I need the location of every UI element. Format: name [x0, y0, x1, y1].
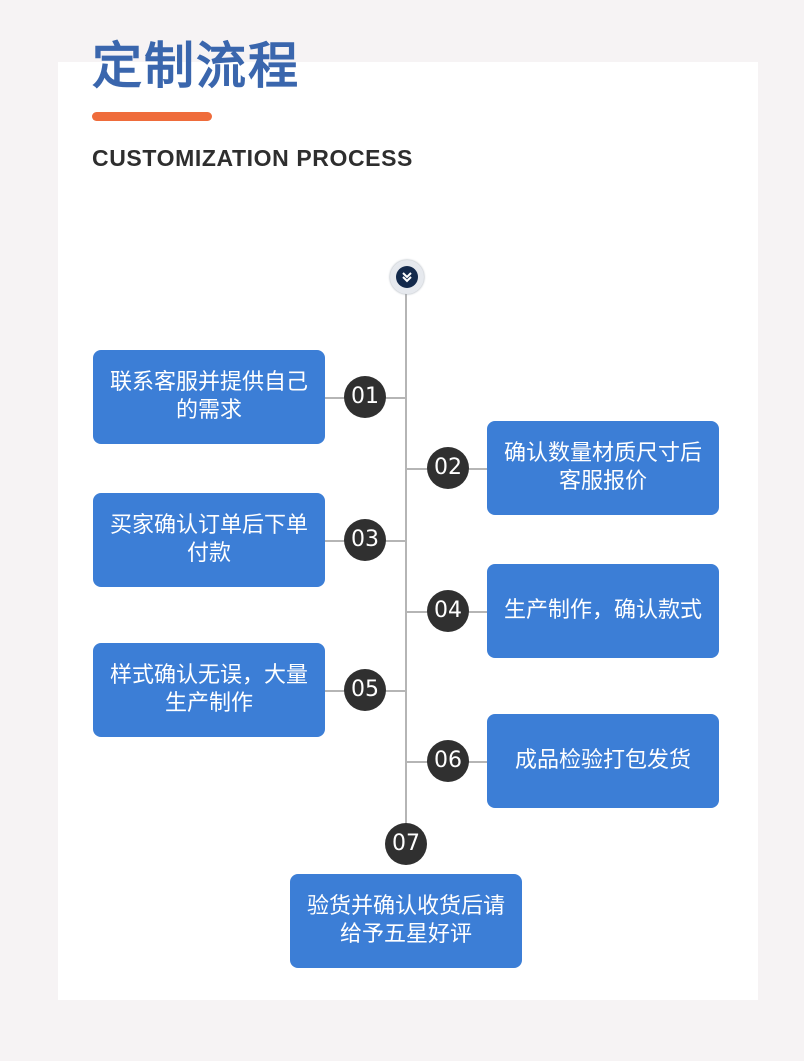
step-box-06: 成品检验打包发货	[487, 714, 719, 808]
step-number-05: 05	[344, 669, 386, 711]
step-box-03: 买家确认订单后下单付款	[93, 493, 325, 587]
step-number-04: 04	[427, 590, 469, 632]
step-number-07: 07	[385, 823, 427, 865]
title-accent-bar	[92, 112, 212, 121]
step-box-07: 验货并确认收货后请给予五星好评	[290, 874, 522, 968]
timeline-axis	[405, 292, 407, 832]
step-number-03: 03	[344, 519, 386, 561]
step-box-05: 样式确认无误，大量生产制作	[93, 643, 325, 737]
step-number-01: 01	[344, 376, 386, 418]
step-box-01: 联系客服并提供自己的需求	[93, 350, 325, 444]
page-subtitle: CUSTOMIZATION PROCESS	[92, 145, 413, 171]
step-number-06: 06	[427, 740, 469, 782]
step-number-02: 02	[427, 447, 469, 489]
double-chevron-down-icon	[390, 260, 424, 294]
step-box-04: 生产制作，确认款式	[487, 564, 719, 658]
page-title: 定制流程	[92, 37, 300, 95]
step-box-02: 确认数量材质尺寸后客服报价	[487, 421, 719, 515]
